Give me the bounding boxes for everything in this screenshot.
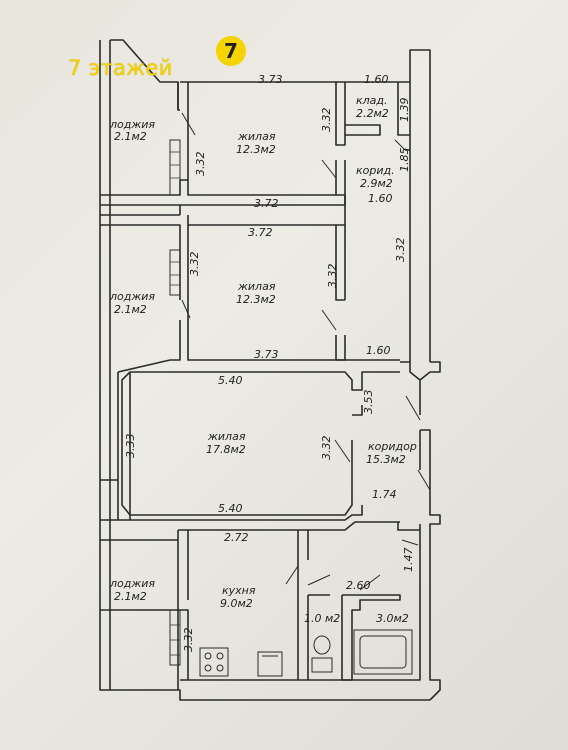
dim-332-corr: 3.32 [394,238,407,263]
storage-name: клад. [356,94,388,107]
kitchen-area: 9.0м2 [220,597,253,610]
dim-372-b: 3.72 [248,226,273,239]
dim-272: 2.72 [224,531,249,544]
door-swings [181,112,431,591]
corridor-area: 15.3м2 [366,453,406,466]
corridor-name: коридор [368,440,417,453]
storage-area: 2.2м2 [356,107,389,120]
corridor-small-name: корид. [356,164,395,177]
living-2-area: 12.3м2 [236,293,276,306]
stove-icon [199,647,229,677]
corridor-small-area: 2.9м2 [360,177,393,190]
dim-332-r2-left: 3.32 [188,252,201,277]
bath-area: 3.0м2 [376,612,409,625]
dim-373-top: 3.73 [258,73,283,86]
dim-160-bottom: 1.60 [366,344,391,357]
dim-185: 1.85 [398,148,411,173]
living-1-area: 12.3м2 [236,143,276,156]
dim-372-a: 3.72 [254,197,279,210]
dim-174: 1.74 [372,488,397,501]
dim-540-bottom: 5.40 [218,502,243,515]
loggia-mid-name: лоджия [109,290,155,303]
dim-353: 3.53 [362,390,375,415]
dim-332-r3: 3.32 [320,436,333,461]
kitchen-bath-walls [100,521,420,690]
exterior-walls [99,39,441,701]
dim-160-mid: 1.60 [368,192,393,205]
dim-540-top: 5.40 [218,374,243,387]
loggia-top-area: 2.1м2 [114,130,147,143]
room-living-2-walls [117,225,400,373]
living-2-name: жилая [237,280,276,293]
dim-332-r1-right: 3.32 [320,108,333,133]
bathtub-icon [353,629,413,675]
living-3-name: жилая [207,430,246,443]
loggia-bottom-name: лоджия [109,577,155,590]
living-1-name: жилая [237,130,276,143]
wc-area: 1.0 м2 [304,612,340,625]
kitchen-name: кухня [222,584,256,597]
room-living-3-walls [100,371,400,521]
toilet-icon [311,635,333,673]
dim-260: 2.60 [346,579,371,592]
living-3-area: 17.8м2 [206,443,246,456]
loggia-mid-area: 2.1м2 [114,303,147,316]
sink-icon [257,651,283,677]
dim-147: 1.47 [402,548,415,573]
loggia-top-name: лоджия [109,118,155,131]
dim-373-bottom: 3.73 [254,348,279,361]
slab-1 [100,179,345,300]
room-living-1-walls [179,82,410,300]
dim-332-r1-left: 3.32 [194,152,207,177]
dim-332-r2-right: 3.32 [326,264,339,289]
loggia-bottom-area: 2.1м2 [114,590,147,603]
floor-label: 7 этажей [68,56,173,80]
dim-139: 1.39 [398,98,411,123]
dim-333: 3.33 [124,434,137,459]
window-hatching [169,139,181,666]
dim-332-kitchen: 3.32 [182,628,195,653]
floor-badge-icon: 7 [216,36,246,66]
dim-160-top: 1.60 [364,73,389,86]
